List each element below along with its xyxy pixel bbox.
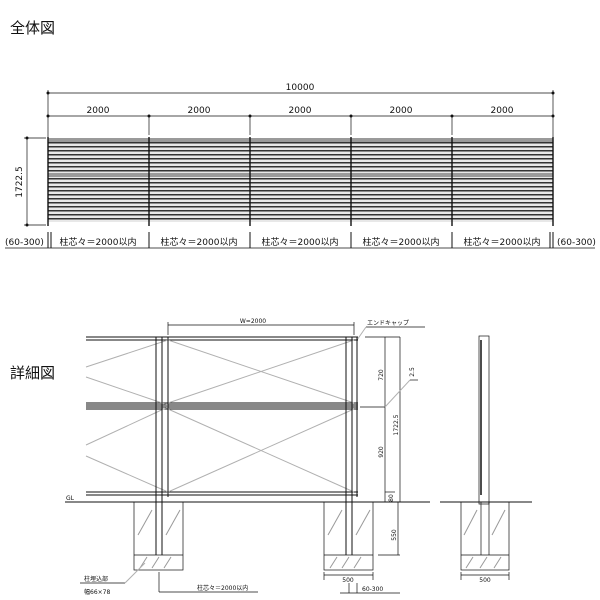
upper-height-label: 720 (378, 369, 385, 381)
detail-title: 詳細図 (10, 364, 55, 382)
span-label: 2000 (289, 106, 312, 116)
span-label: 2000 (87, 106, 110, 116)
edge-offset-left: (60-300) (5, 238, 44, 248)
span-dims: 2000 2000 2000 2000 2000 (46, 106, 555, 135)
ground-label: GL (66, 495, 75, 502)
width-label: W=2000 (240, 318, 266, 325)
end-cap-label: エンドキャップ (367, 320, 409, 327)
post-pitch-label: 柱芯々＝2000以内 (363, 236, 440, 248)
span-label: 2000 (188, 106, 211, 116)
span-label: 2000 (390, 106, 413, 116)
footing-width-label: 500 (342, 577, 354, 584)
posts (155, 337, 358, 555)
clearance-label: 80 (388, 494, 395, 502)
post-pitch-label: 柱芯々＝2000以内 (262, 236, 339, 248)
footing-right (323, 501, 374, 571)
span-label: 2000 (491, 106, 514, 116)
fence-panels (47, 137, 554, 226)
footing-left (133, 501, 184, 571)
total-width-label: 10000 (286, 83, 315, 93)
height-label: 1722.5 (15, 166, 25, 198)
post-pitch-label: 柱芯々＝2000以内 (60, 236, 137, 248)
embed-label: 柱埋込部 (84, 575, 108, 583)
lower-height-label: 920 (378, 446, 385, 458)
side-footing-width-label: 500 (479, 577, 491, 584)
edge-offset-right: (60-300) (557, 238, 596, 248)
side-view (440, 335, 532, 580)
total-height-label: 1722.5 (393, 414, 400, 435)
embed-size-label: 幅66×78 (84, 588, 110, 596)
post-pitch-label: 柱芯々＝2000以内 (197, 584, 248, 592)
edge-offset-label: 60-300 (362, 586, 383, 593)
embed-depth-label: 550 (391, 529, 398, 541)
braces (85, 339, 355, 493)
post-pitch-label: 柱芯々＝2000以内 (464, 236, 541, 248)
rails (86, 336, 358, 496)
overview-title: 全体図 (10, 19, 55, 37)
thickness-label: 2.5 (409, 367, 416, 377)
post-pitch-label: 柱芯々＝2000以内 (161, 236, 238, 248)
